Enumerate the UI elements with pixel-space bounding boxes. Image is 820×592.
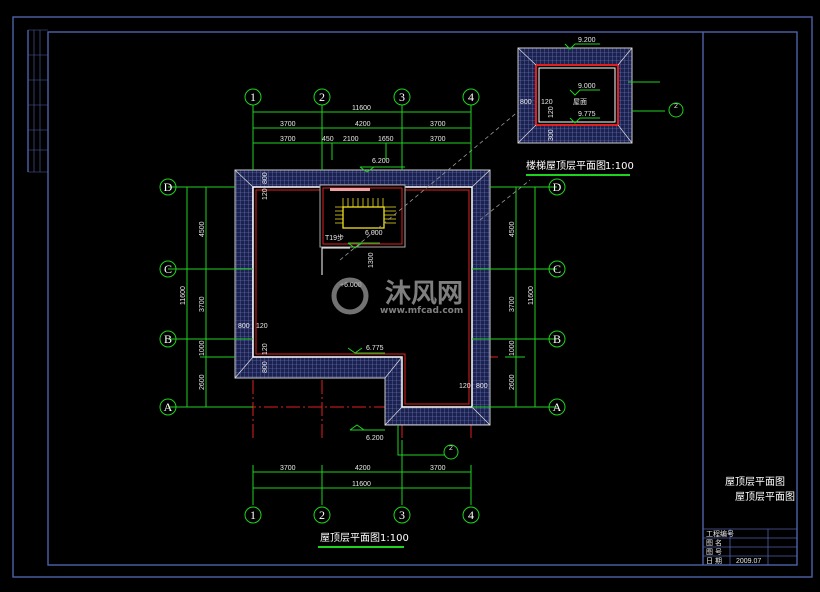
axis-label-2: 2 <box>319 90 325 104</box>
wall-dim: 800 <box>262 361 269 373</box>
axis-label-2: 2 <box>319 508 325 522</box>
dim-left-total: 11600 <box>180 286 187 305</box>
axis-label-1: 1 <box>250 90 256 104</box>
wall-dim: 120 <box>256 323 268 330</box>
dim-right: 1000 <box>509 340 516 356</box>
axis-label-a: A <box>164 400 173 414</box>
elevation-roof: +6.000 <box>340 282 362 289</box>
inset-dim: 120 <box>548 106 555 118</box>
inset-title: 楼梯屋顶层平面图 <box>526 159 606 172</box>
dimension-text: 11600 3700 4200 3700 3700 450 2100 1650 … <box>180 105 535 488</box>
dim-top-detail: 3700 <box>280 136 296 143</box>
inset-elev-low: 9.775 <box>578 111 596 118</box>
dim-bottom: 4200 <box>355 465 371 472</box>
axis-label-d: D <box>164 180 173 194</box>
inset-callout-number: 2 <box>674 103 678 110</box>
axis-label-4: 4 <box>468 508 474 522</box>
tb-label: 图 号 <box>706 548 722 556</box>
inset-elev-mid: 9.000 <box>578 83 596 90</box>
axis-label-4: 4 <box>468 90 474 104</box>
inset-dim: 800 <box>520 99 532 106</box>
wall-dim: 800 <box>238 323 250 330</box>
wall-dim: 800 <box>476 383 488 390</box>
dim-bottom: 3700 <box>430 465 446 472</box>
title-block: 屋顶层平面图 屋顶层平面图 工程编号 图 名 图 号 日 期 2009.07 <box>703 476 797 565</box>
dim-bottom: 3700 <box>280 465 296 472</box>
axis-label-a: A <box>553 400 562 414</box>
dim-right-total: 11600 <box>528 286 535 305</box>
dim-top-detail: 1650 <box>378 136 394 143</box>
tb-label: 图 名 <box>706 538 722 547</box>
inset-dim: 120 <box>541 99 553 106</box>
dim-right: 2600 <box>509 374 516 390</box>
elevation-stair: 6.000 <box>365 230 383 237</box>
tb-value: 2009.07 <box>736 558 761 565</box>
dim-top-total: 11600 <box>352 105 371 112</box>
title-block-drawing-name: 屋顶层平面图 <box>735 491 795 503</box>
dim-left: 1000 <box>199 340 206 356</box>
wall-dim: 1300 <box>368 252 375 268</box>
axis-label-c: C <box>164 262 172 276</box>
dim-top: 3700 <box>280 121 296 128</box>
wall-dim: 120 <box>262 188 269 200</box>
wall-dim: 120 <box>262 343 269 355</box>
stair-roof-inset: 2 9.200 9.000 9.775 800 120 120 300 屋面 楼… <box>517 37 684 176</box>
dim-right: 3700 <box>509 296 516 312</box>
drawing-frame <box>12 16 813 578</box>
elevation-top: 6.200 <box>372 158 390 165</box>
dim-top: 3700 <box>430 121 446 128</box>
stair-well: T19步 6.000 <box>319 184 406 275</box>
tb-label: 工程编号 <box>706 529 734 538</box>
axis-label-c: C <box>553 262 561 276</box>
dim-left: 3700 <box>199 296 206 312</box>
detail-callout: 2 <box>397 425 459 460</box>
title-block-subtitle: 屋顶层平面图 <box>725 476 785 488</box>
inset-dim: 300 <box>548 129 555 141</box>
dim-top-detail: 2100 <box>343 136 359 143</box>
main-title: 屋顶层平面图 1:100 <box>318 532 409 548</box>
elevation-step: 6.775 <box>366 345 384 352</box>
wall-dim: 120 <box>459 383 471 390</box>
axis-label-b: B <box>164 332 172 346</box>
dimension-lines <box>168 105 557 505</box>
main-title-scale: 1:100 <box>380 533 409 544</box>
axis-label-1: 1 <box>250 508 256 522</box>
dim-right: 4500 <box>509 221 516 237</box>
inset-scale: 1:100 <box>605 161 634 172</box>
tb-label: 日 期 <box>706 557 722 565</box>
callout-number: 2 <box>449 445 453 452</box>
axis-label-3: 3 <box>399 508 405 522</box>
watermark-logo: 沐风网 www.mfcad.com <box>331 277 463 316</box>
dim-bottom-total: 11600 <box>352 481 371 488</box>
main-title-text: 屋顶层平面图 <box>320 532 380 544</box>
elevation-bottom: 6.200 <box>366 435 384 442</box>
inset-center-label: 屋面 <box>573 98 587 106</box>
inset-elev-top: 9.200 <box>578 37 596 44</box>
stair-label: T19步 <box>325 234 344 242</box>
dim-top: 4200 <box>355 121 371 128</box>
axis-label-3: 3 <box>399 90 405 104</box>
dim-top-detail: 3700 <box>430 136 446 143</box>
dim-left: 4500 <box>199 221 206 237</box>
axis-bubbles: 1 2 3 4 1 2 3 4 D C B A D C B A <box>159 88 566 524</box>
dim-top-detail: 450 <box>322 136 334 143</box>
watermark-url: www.mfcad.com <box>380 306 463 316</box>
axis-label-d: D <box>553 180 562 194</box>
axis-label-b: B <box>553 332 561 346</box>
roof-plan: T19步 6.000 +6.000 6.775 6.200 6.200 800 … <box>234 158 491 442</box>
wall-dim: 800 <box>262 172 269 184</box>
watermark-brand: 沐风网 <box>385 279 463 309</box>
dim-left: 2600 <box>199 374 206 390</box>
